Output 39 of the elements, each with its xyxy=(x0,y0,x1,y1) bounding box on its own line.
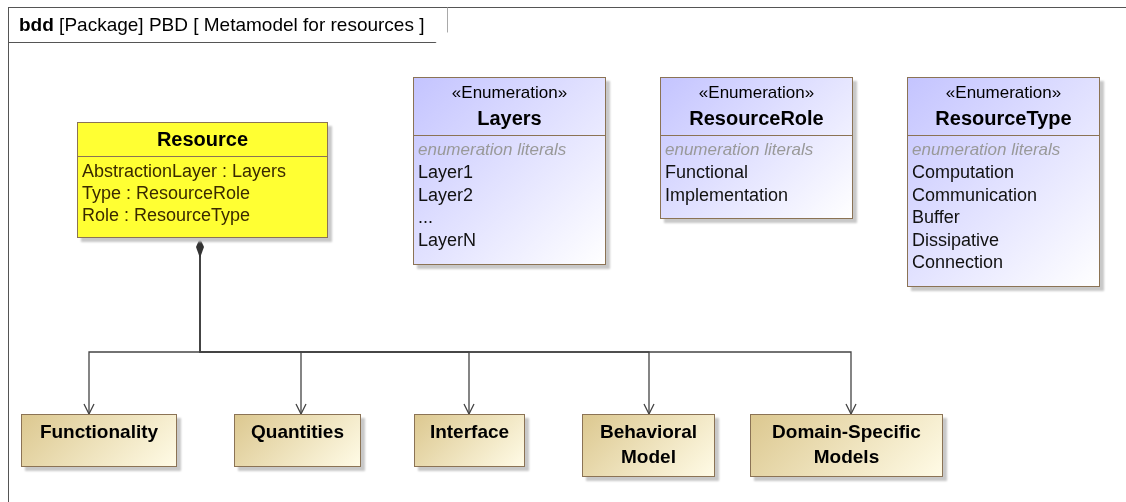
block-name: Interface xyxy=(428,420,511,444)
literal-text: Implementation xyxy=(665,183,790,206)
block-name: Resource xyxy=(155,127,250,152)
frame-title: bdd [Package] PBD [ Metamodel for resources ] xyxy=(19,14,425,36)
block-box xyxy=(21,414,177,467)
literal-text: Connection xyxy=(912,251,1005,274)
stereotype-label: «Enumeration» xyxy=(944,82,1063,104)
block-box xyxy=(234,414,361,467)
enumeration-box xyxy=(660,77,853,219)
literal-text: Computation xyxy=(912,161,1016,184)
enumeration-name: Layers xyxy=(476,106,543,131)
stereotype-label: «Enumeration» xyxy=(450,82,569,104)
attribute-text: Role : ResourceType xyxy=(82,204,252,226)
block-box xyxy=(582,414,715,477)
enumeration-box xyxy=(413,77,606,265)
literal-text: Buffer xyxy=(912,206,961,229)
block-box xyxy=(414,414,525,467)
compartment-label: enumeration literals xyxy=(418,139,568,161)
literal-text: Layer1 xyxy=(418,161,475,184)
enumeration-box xyxy=(907,77,1100,287)
literal-text: Communication xyxy=(912,183,1039,206)
stereotype-label: «Enumeration» xyxy=(697,82,816,104)
literal-text: Dissipative xyxy=(912,228,1001,251)
compartment-label: enumeration literals xyxy=(665,139,815,161)
block-box xyxy=(750,414,943,477)
enumeration-name: ResourceType xyxy=(934,106,1073,131)
block-name: Functionality xyxy=(38,420,160,444)
block-name: Behavioral Model xyxy=(598,420,699,469)
enumeration-name: ResourceRole xyxy=(688,106,825,131)
attribute-text: AbstractionLayer : Layers xyxy=(82,160,288,182)
block-name: Quantities xyxy=(250,420,345,444)
compartment-label: enumeration literals xyxy=(912,139,1062,161)
literal-text: Functional xyxy=(665,161,750,184)
block-name: Domain-Specific Models xyxy=(771,420,922,469)
attribute-text: Type : ResourceRole xyxy=(82,182,252,204)
literal-text: ... xyxy=(418,206,434,229)
literal-text: Layer2 xyxy=(418,183,475,206)
block-box xyxy=(77,122,328,238)
literal-text: LayerN xyxy=(418,228,478,251)
